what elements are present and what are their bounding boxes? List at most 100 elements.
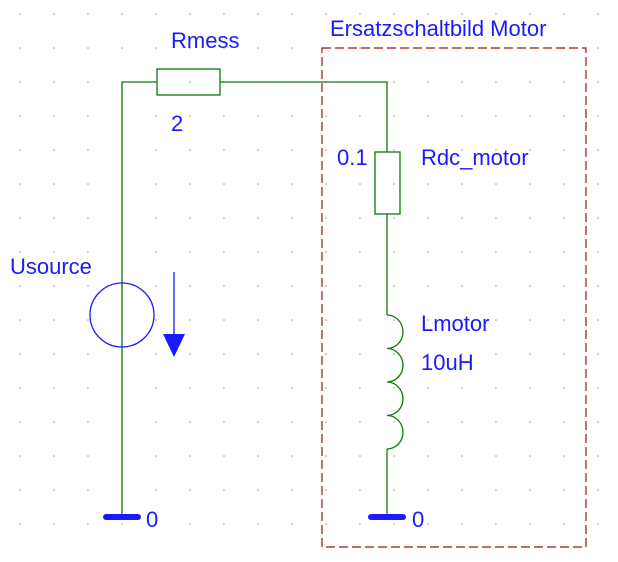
inductor-coil-icon[interactable] (386, 314, 404, 450)
grid-dot (53, 251, 55, 253)
grid-dot (563, 251, 565, 253)
grid-dot (223, 523, 225, 525)
grid-dot (461, 489, 463, 491)
grid-dot (325, 319, 327, 321)
grid-dot (529, 421, 531, 423)
grid-dot (563, 387, 565, 389)
grid-dot (87, 455, 89, 457)
grid-dot (461, 183, 463, 185)
grid-dot (359, 217, 361, 219)
grid-dot (427, 81, 429, 83)
grid-dot (291, 421, 293, 423)
grid-dot (223, 149, 225, 151)
subcircuit-boundary[interactable] (321, 47, 587, 548)
grid-dot (529, 455, 531, 457)
grid-dot (19, 421, 21, 423)
grid-dot (155, 13, 157, 15)
grid-dot (597, 183, 599, 185)
grid-dot (53, 149, 55, 151)
grid-dot (529, 523, 531, 525)
grid-dot (427, 115, 429, 117)
grid-dot (597, 217, 599, 219)
grid-dot (87, 523, 89, 525)
grid-dot (461, 115, 463, 117)
grid-dot (87, 353, 89, 355)
grid-dot (359, 115, 361, 117)
grid-dot (427, 319, 429, 321)
grid-dot (529, 81, 531, 83)
grid-dot (461, 251, 463, 253)
grid-dot (53, 285, 55, 287)
grid-dot (223, 319, 225, 321)
rdc-motor-body[interactable] (374, 151, 401, 215)
grid-dot (495, 387, 497, 389)
grid-dot (359, 285, 361, 287)
grid-dot (597, 149, 599, 151)
usource-voltage-source[interactable] (89, 272, 185, 357)
grid-dot (291, 523, 293, 525)
grid-dot (461, 81, 463, 83)
grid-dot (19, 387, 21, 389)
grid-dot (461, 285, 463, 287)
grid-dot (257, 455, 259, 457)
grid-dot (393, 13, 395, 15)
grid-dot (291, 455, 293, 457)
rdc-motor-resistor[interactable] (374, 151, 401, 215)
grid-dot (257, 149, 259, 151)
grid-dot (189, 523, 191, 525)
grid-dot (427, 285, 429, 287)
grid-dot (563, 13, 565, 15)
voltage-source-circle-icon[interactable] (89, 282, 155, 348)
grid-dot (189, 183, 191, 185)
grid-dot (53, 455, 55, 457)
rmess-name: Rmess (171, 28, 239, 53)
grid-dot (223, 13, 225, 15)
grid-dot (325, 353, 327, 355)
source-arrow-head-icon (163, 334, 185, 357)
grid-dot (19, 183, 21, 185)
grid-dot (393, 353, 395, 355)
grid-dot (359, 13, 361, 15)
grid-dot (495, 353, 497, 355)
grid-dot (257, 183, 259, 185)
grid-dot (359, 149, 361, 151)
grid-dot (53, 387, 55, 389)
grid-dot (223, 421, 225, 423)
grid-dot (359, 421, 361, 423)
grid-dot (563, 149, 565, 151)
grid-dot (461, 455, 463, 457)
grid-dot (189, 387, 191, 389)
grid-dot (495, 251, 497, 253)
grid-dot (427, 251, 429, 253)
grid-dot (53, 319, 55, 321)
grid-dot (257, 523, 259, 525)
grid-dot (495, 523, 497, 525)
wire-top-left[interactable] (121, 81, 157, 516)
grid-dot (529, 353, 531, 355)
grid-dot (563, 353, 565, 355)
grid-dot (155, 319, 157, 321)
grid-dot (359, 183, 361, 185)
grid-dot (53, 489, 55, 491)
grid-dot (427, 217, 429, 219)
grid-dot (291, 13, 293, 15)
grid-dot (529, 183, 531, 185)
grid-dot (19, 217, 21, 219)
grid-dot (597, 81, 599, 83)
grid-dot (427, 523, 429, 525)
grid-dot (597, 13, 599, 15)
grid-dot (155, 251, 157, 253)
grid-dot (563, 115, 565, 117)
rmess-body[interactable] (156, 68, 221, 96)
grid-dot (393, 455, 395, 457)
lmotor-inductor[interactable] (386, 314, 404, 450)
grid-dot (359, 319, 361, 321)
rmess-resistor[interactable] (156, 68, 221, 96)
grid-dot (291, 489, 293, 491)
grid-dot (19, 285, 21, 287)
grid-dot (87, 489, 89, 491)
grid-dot (325, 251, 327, 253)
wire-top-right[interactable] (220, 81, 388, 152)
grid-dot (87, 217, 89, 219)
grid-dot (291, 387, 293, 389)
